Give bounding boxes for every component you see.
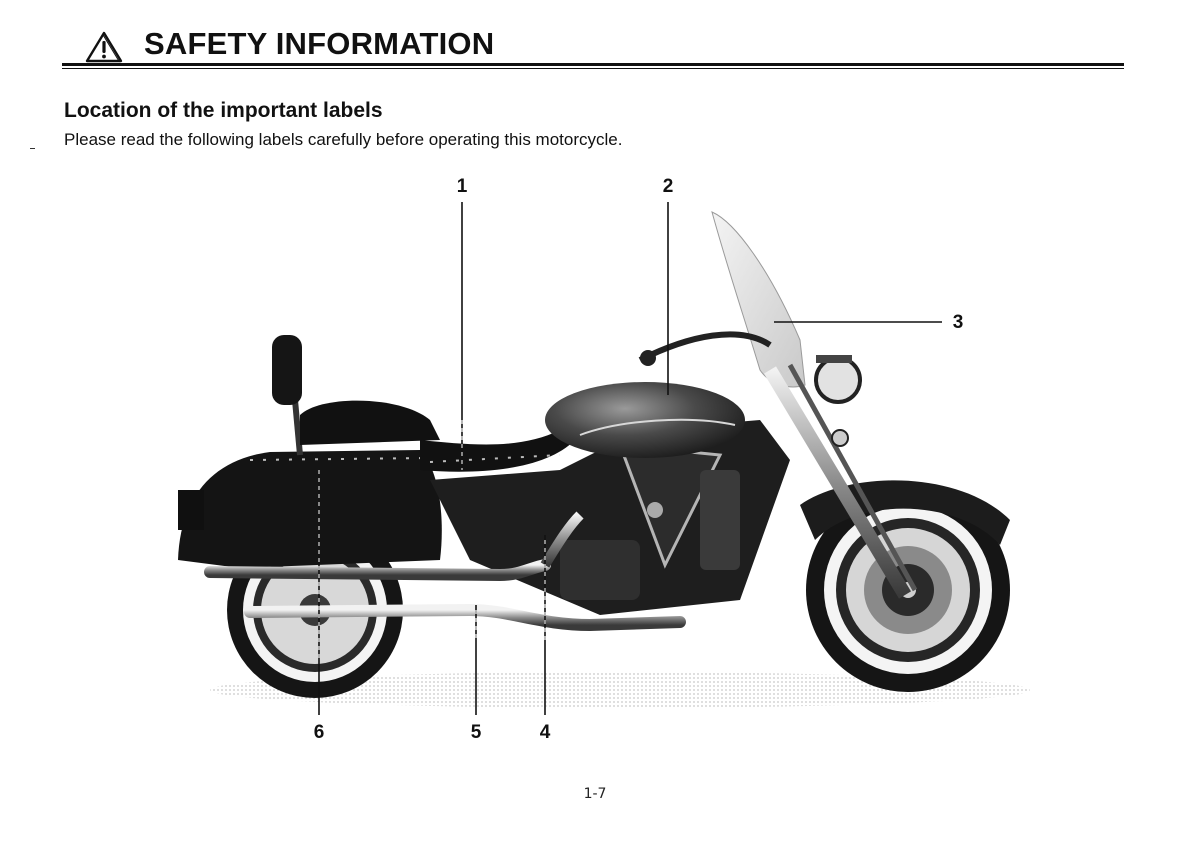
page-number: 1-7 bbox=[583, 786, 607, 802]
callout-3: 3 bbox=[952, 312, 964, 333]
header-rule-thin bbox=[62, 68, 1124, 69]
page-title: SAFETY INFORMATION bbox=[144, 26, 495, 61]
callout-5: 5 bbox=[470, 722, 482, 743]
warning-triangle-icon bbox=[85, 31, 123, 63]
callout-1: 1 bbox=[456, 176, 468, 197]
callout-6: 6 bbox=[313, 722, 325, 743]
header-rule-thick bbox=[62, 63, 1124, 66]
callout-2: 2 bbox=[662, 176, 674, 197]
motorcycle-illustration bbox=[178, 211, 1030, 708]
callout-4: 4 bbox=[539, 722, 551, 743]
section-title: Location of the important labels bbox=[64, 99, 383, 122]
margin-mark bbox=[30, 148, 35, 149]
page-header: SAFETY INFORMATION bbox=[62, 22, 1124, 70]
intro-text: Please read the following labels careful… bbox=[64, 130, 623, 149]
